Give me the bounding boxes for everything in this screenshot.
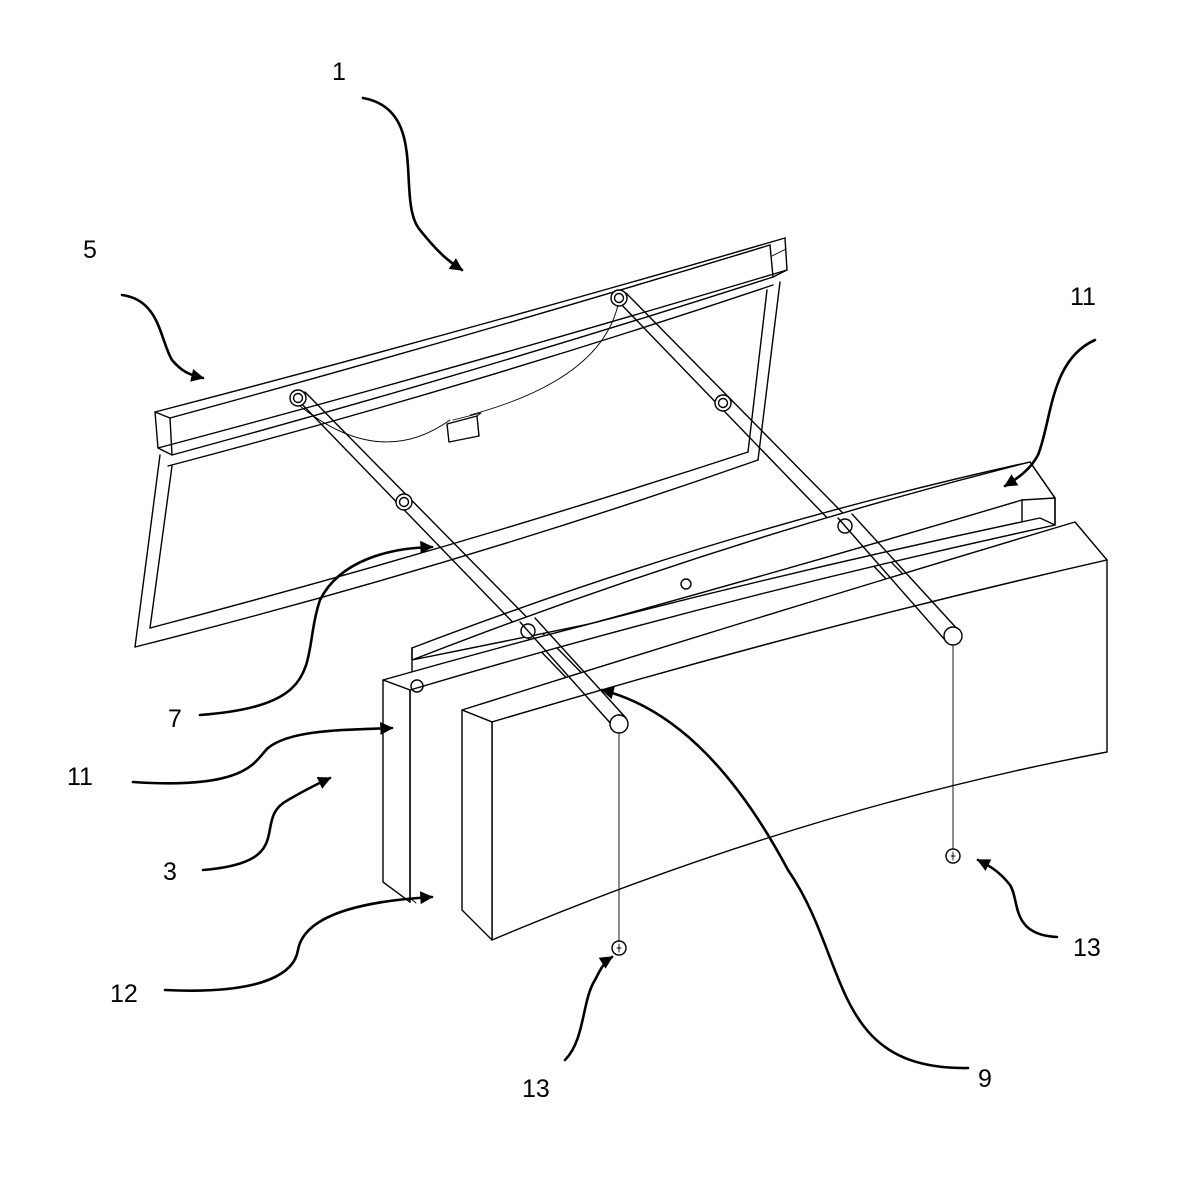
label-7: 7 <box>168 705 182 733</box>
label-1: 1 <box>332 58 346 86</box>
upper-frame <box>134 237 788 648</box>
label-13-right: 13 <box>1073 934 1101 962</box>
leader-lines <box>120 96 1097 1070</box>
lower-support <box>382 461 1108 956</box>
label-11-top: 11 <box>1070 283 1096 311</box>
label-11-left: 11 <box>67 763 93 791</box>
label-13-bottom: 13 <box>522 1075 550 1103</box>
reference-numerals: 1 5 11 7 11 3 12 13 13 9 <box>67 58 1101 1103</box>
label-5: 5 <box>83 236 97 264</box>
label-9: 9 <box>978 1065 992 1093</box>
label-3: 3 <box>163 858 177 886</box>
label-12: 12 <box>110 980 138 1008</box>
